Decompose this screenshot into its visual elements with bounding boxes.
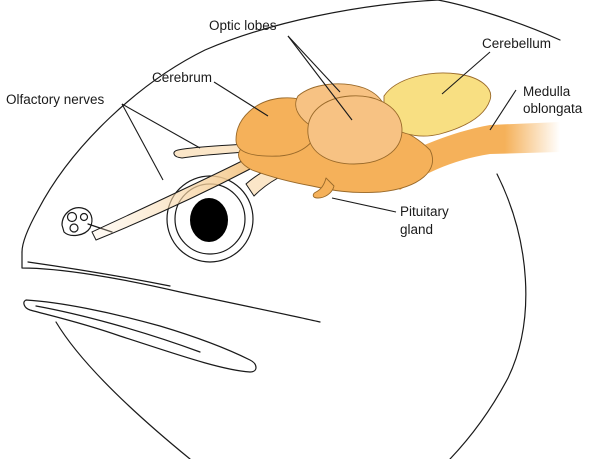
olfactory-nerve-short [174,144,244,158]
label-olfactory-nerves: Olfactory nerves [6,92,105,107]
dorsal-back-outline [438,0,560,40]
upper-jaw-outline [22,252,320,322]
leader-pituitary [332,198,396,212]
label-optic-lobes: Optic lobes [209,18,277,33]
label-oblongata: oblongata [523,101,583,116]
olfactory-nerve-long [92,160,252,240]
operculum-outline [450,174,526,459]
optic-lobe-front-shape [308,96,402,164]
leader-optic-1 [288,36,340,92]
leader-medulla [490,90,516,130]
label-cerebellum: Cerebellum [482,36,551,51]
leader-cerebrum [214,82,268,116]
throat-outline [56,322,190,459]
snout-lower-line [28,262,170,286]
label-medulla: Medulla [523,84,571,99]
label-cerebrum: Cerebrum [152,70,212,85]
label-pituitary: Pituitary [400,204,449,219]
label-gland: gland [400,222,433,237]
